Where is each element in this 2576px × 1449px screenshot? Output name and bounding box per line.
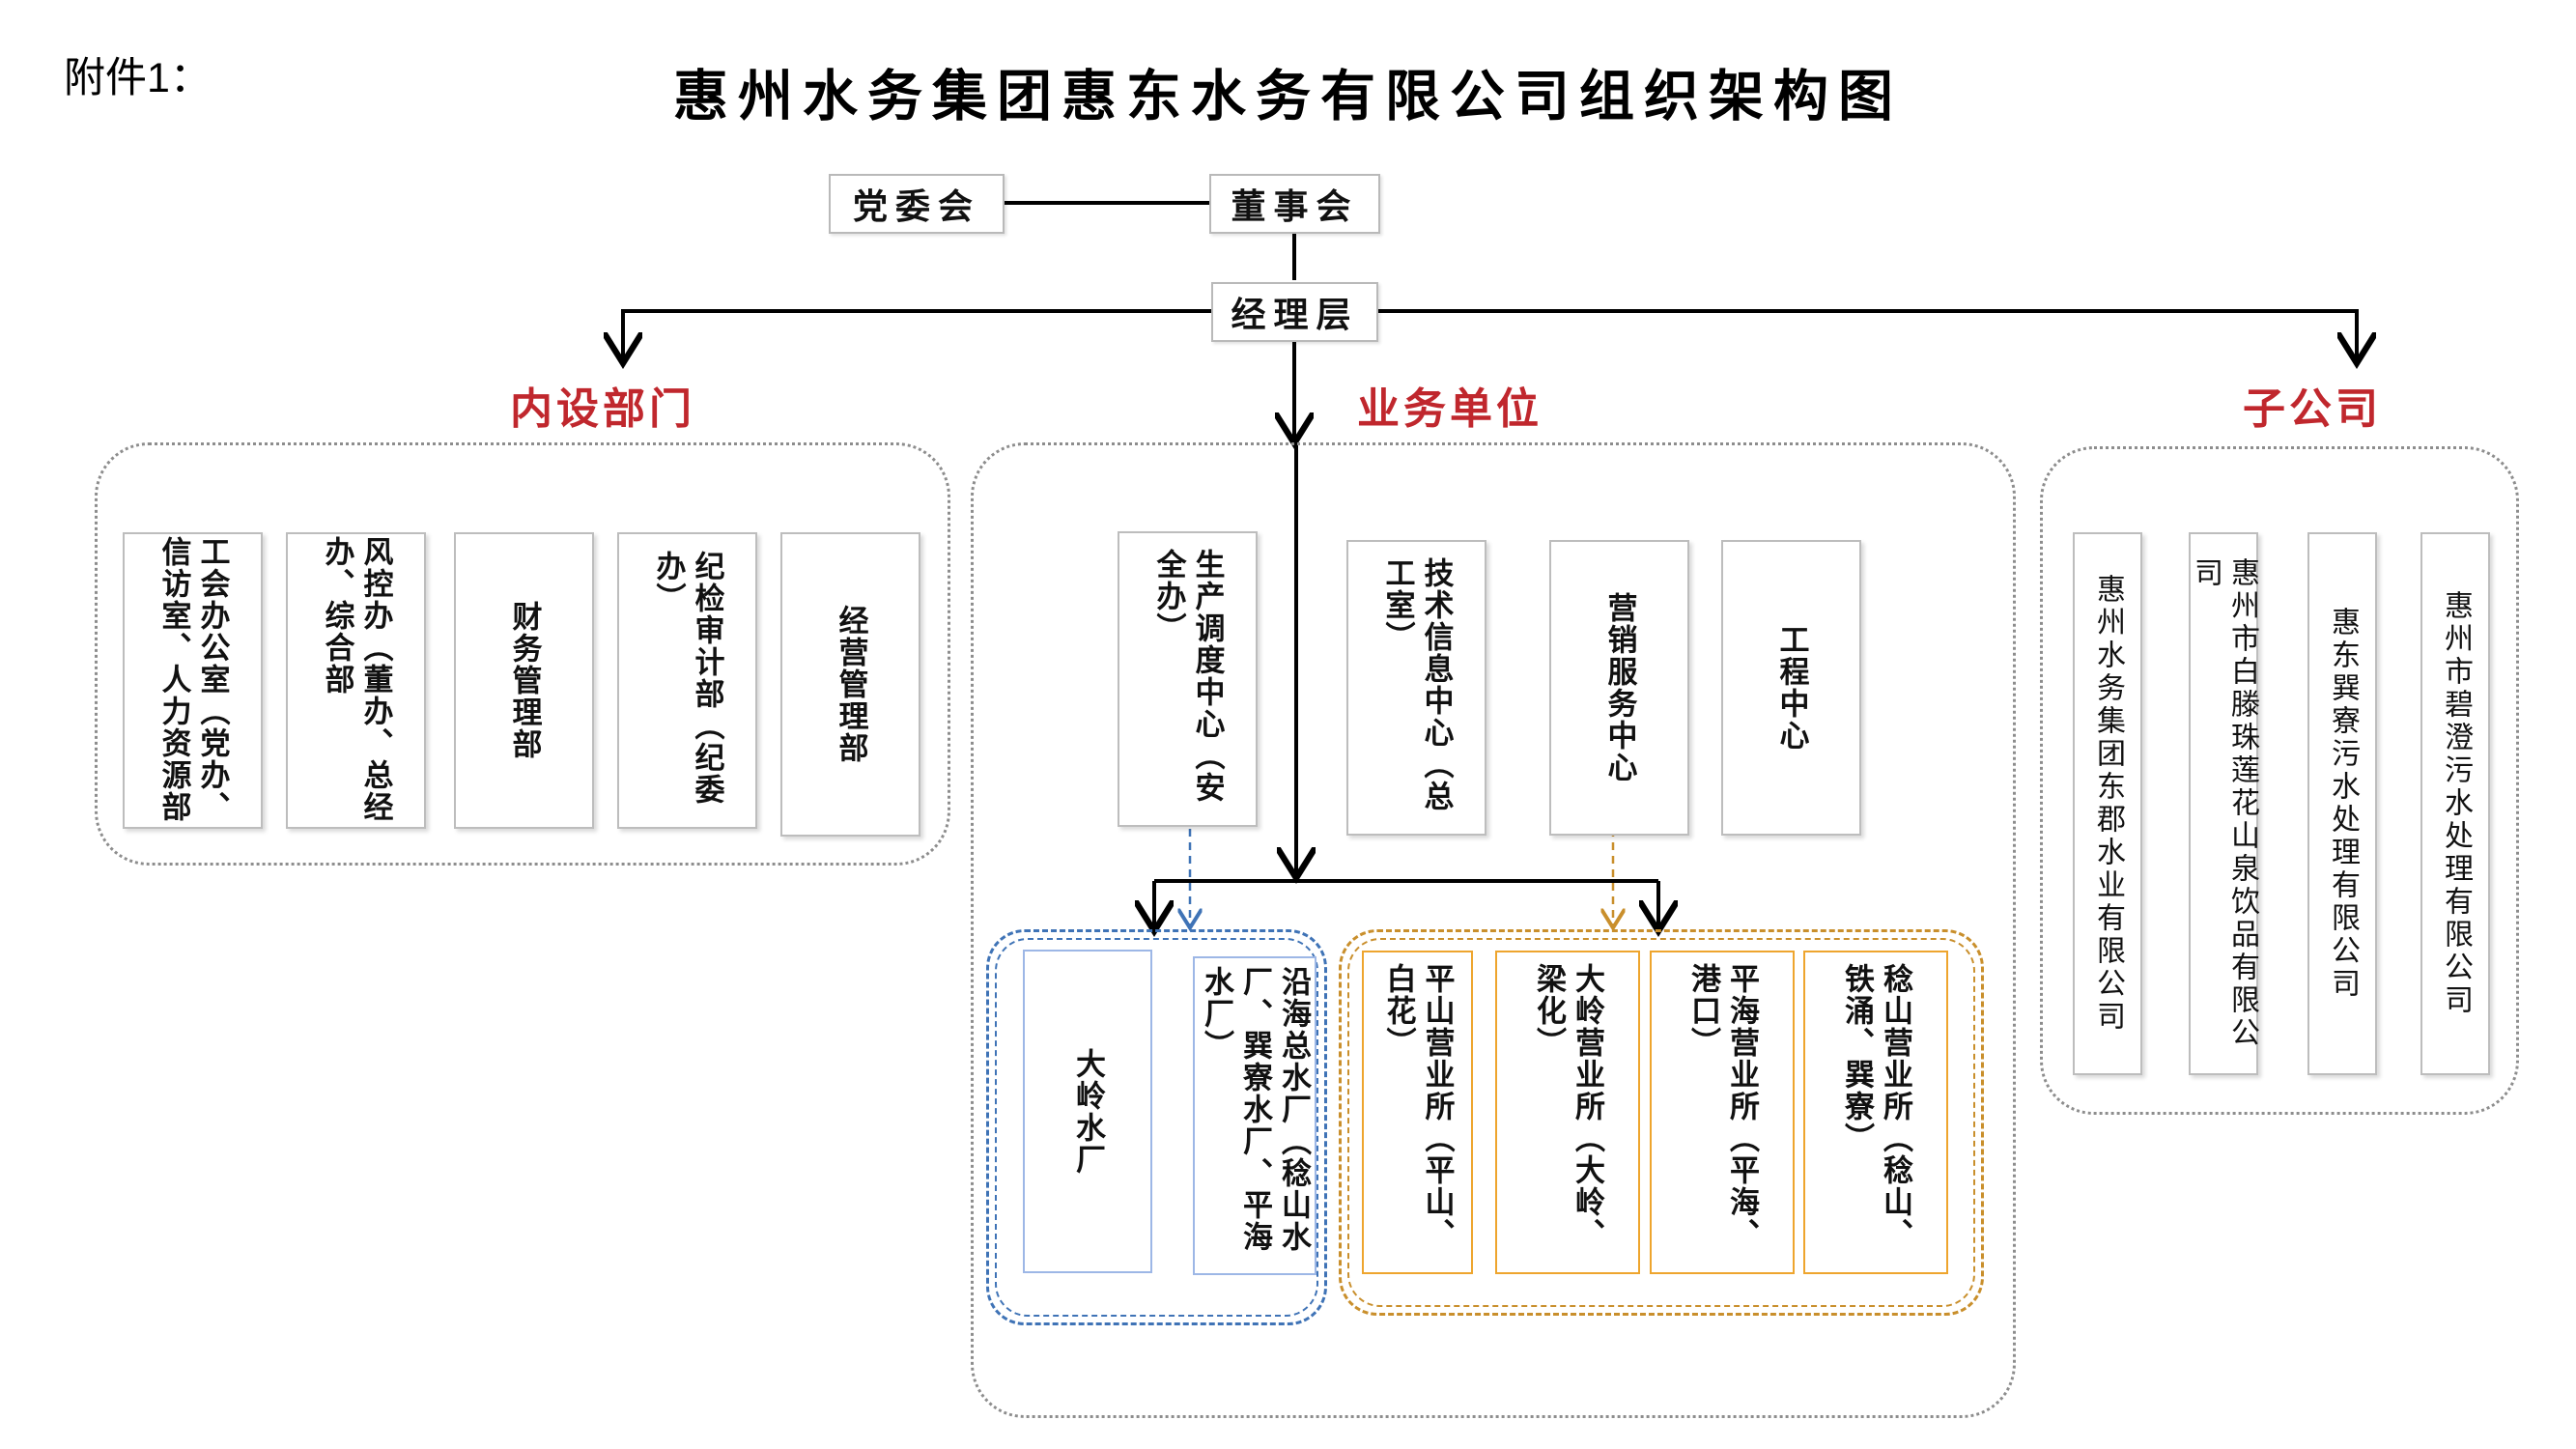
subsidiary-label: 惠州市白滕珠莲花山泉饮品有限公司: [2189, 557, 2259, 1050]
plant-daling: 大岭水厂: [1023, 950, 1152, 1273]
unit-label: 营销服务中心: [1601, 592, 1637, 783]
management-box: 经理层: [1211, 282, 1378, 342]
board-box: 董事会: [1209, 174, 1380, 234]
unit-label: 工程中心: [1773, 624, 1809, 752]
sales-office-group-inner-border: [1347, 938, 1975, 1307]
unit-label: 技术信息中心（总工室）: [1379, 557, 1454, 812]
office-label: 稔山营业所（稔山、铁涌、巽寮）: [1839, 962, 1912, 1250]
office-label: 平山营业所（平山、白花）: [1380, 962, 1455, 1250]
unit-engineering-center: 工程中心: [1721, 540, 1861, 836]
subsidiary-label: 惠东巽寮污水处理有限公司: [2326, 607, 2360, 1001]
chart-title: 惠州水务集团惠东水务有限公司组织架构图: [673, 65, 1903, 128]
dept-operations: 经营管理部: [780, 532, 920, 837]
unit-dispatch-center: 生产调度中心（安全办）: [1118, 531, 1258, 827]
sales-office-group: [1339, 929, 1984, 1316]
dept-label: 经营管理部: [833, 605, 868, 764]
plant-label: 沿海总水厂（稔山水厂、巽寮水厂、平海水厂）: [1199, 966, 1311, 1253]
dept-label: 财务管理部: [506, 601, 542, 760]
category-internal: 内设部门: [510, 384, 695, 434]
sub-lianhuashan-beverage: 惠州市白滕珠莲花山泉饮品有限公司: [2189, 532, 2259, 1075]
plant-label: 大岭水厂: [1070, 1047, 1105, 1176]
category-subsidiary: 子公司: [2243, 384, 2382, 434]
subsidiary-label: 惠州市碧澄污水处理有限公司: [2439, 590, 2473, 1017]
dept-label: 风控办（董办、总经办、综合部: [319, 535, 393, 823]
business-units-panel: [971, 442, 2016, 1418]
water-plant-group-inner-border: [995, 938, 1318, 1317]
office-label: 平海营业所（平海、港口）: [1685, 962, 1759, 1250]
dept-finance: 财务管理部: [454, 532, 594, 829]
business-trunk-lines: [1154, 444, 1658, 927]
plant-coastal-main: 沿海总水厂（稔山水厂、巽寮水厂、平海水厂）: [1193, 956, 1316, 1275]
unit-tech-info-center: 技术信息中心（总工室）: [1346, 540, 1486, 836]
office-label: 大岭营业所（大岭、梁化）: [1531, 962, 1604, 1250]
dept-label: 工会办公室（党办、信访室、人力资源部: [156, 535, 230, 823]
dept-audit: 纪检审计部（纪委办）: [617, 532, 757, 829]
office-pingshan: 平山营业所（平山、白花）: [1362, 951, 1473, 1274]
unit-marketing-center: 营销服务中心: [1549, 540, 1689, 836]
dept-risk-control: 风控办（董办、总经办、综合部: [286, 532, 426, 829]
subsidiaries-panel: [2040, 446, 2519, 1115]
subsidiary-label: 惠州水务集团东郡水业有限公司: [2091, 574, 2125, 1034]
party-committee-box: 党委会: [829, 174, 1005, 234]
annex-label: 附件1：: [64, 55, 212, 101]
office-pinghai: 平海营业所（平海、港口）: [1650, 951, 1795, 1274]
office-renshan: 稔山营业所（稔山、铁涌、巽寮）: [1803, 951, 1948, 1274]
water-plant-group: [986, 929, 1327, 1325]
dept-label: 纪检审计部（纪委办）: [650, 550, 724, 806]
sub-xunliao-sewage: 惠东巽寮污水处理有限公司: [2307, 532, 2377, 1075]
sub-dongjun-water: 惠州水务集团东郡水业有限公司: [2073, 532, 2142, 1075]
unit-label: 生产调度中心（安全办）: [1150, 549, 1225, 804]
management-branch-lines: [623, 309, 2357, 440]
sub-bicheng-sewage: 惠州市碧澄污水处理有限公司: [2420, 532, 2490, 1075]
category-business: 业务单位: [1357, 384, 1543, 434]
internal-depts-panel: [95, 442, 950, 866]
office-daling: 大岭营业所（大岭、梁化）: [1495, 951, 1640, 1274]
dept-union-hr: 工会办公室（党办、信访室、人力资源部: [123, 532, 263, 829]
